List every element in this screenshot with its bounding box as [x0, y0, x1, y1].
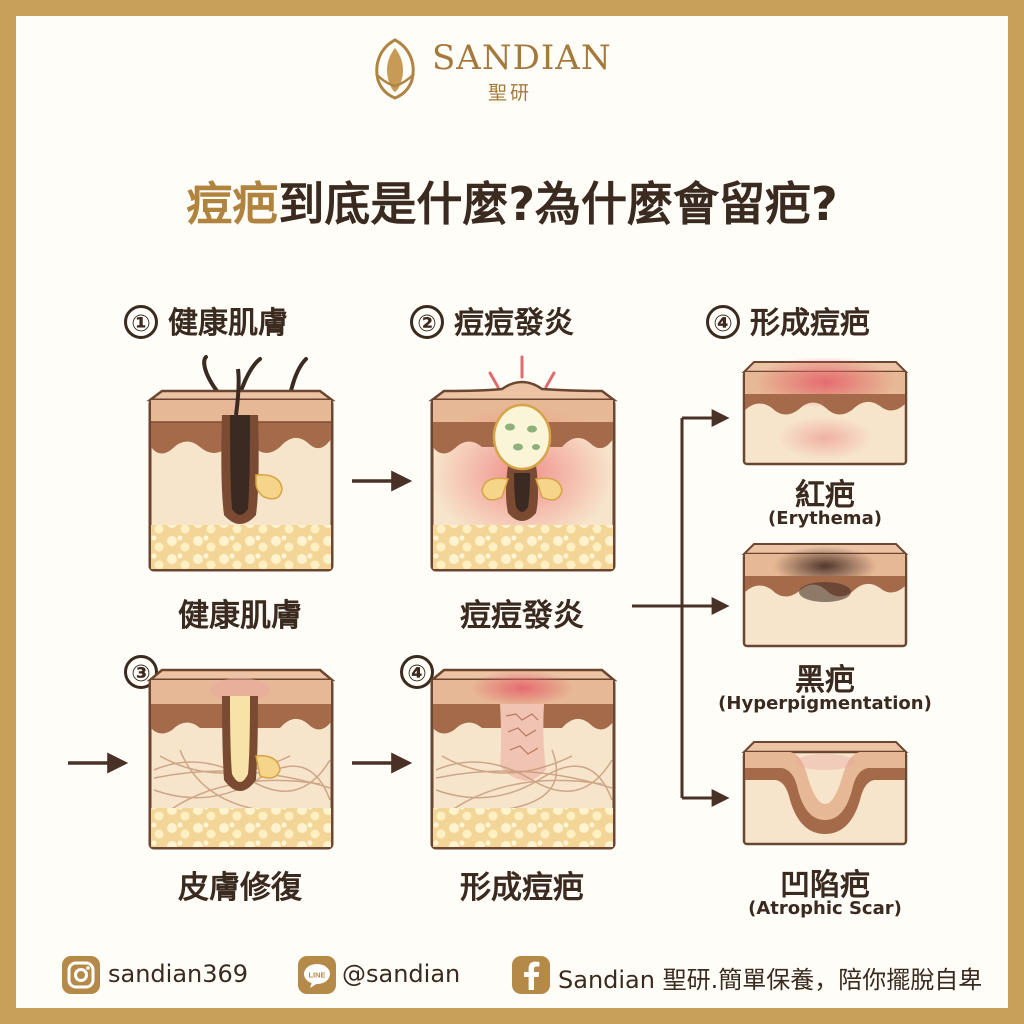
line-icon[interactable]: LINE: [298, 956, 336, 994]
step1-heading-text: 健康肌膚: [168, 306, 288, 341]
instagram-icon[interactable]: [62, 956, 100, 994]
line-handle[interactable]: @sandian: [342, 960, 461, 988]
outcomes-heading: ④ 形成痘疤: [706, 298, 870, 342]
dark-scar-diagram: [741, 543, 909, 648]
red-scar-diagram: [741, 358, 909, 466]
scar-formation-diagram: [428, 668, 618, 850]
step2-heading: ② 痘痘發炎: [410, 298, 574, 342]
step3-caption: 皮膚修復: [178, 870, 302, 906]
step2-heading-text: 痘痘發炎: [454, 306, 574, 341]
step1-caption: 健康肌膚: [178, 598, 302, 634]
step1-heading: ① 健康肌膚: [124, 298, 288, 342]
outcomes-heading-text: 形成痘疤: [750, 306, 870, 341]
arrow-into-step3: [68, 752, 129, 774]
dark-scar-english: (Hyperpigmentation): [718, 693, 932, 714]
outcome-branch-arrows: [632, 409, 730, 807]
instagram-handle[interactable]: sandian369: [108, 960, 249, 988]
step3-number: ③: [124, 654, 158, 689]
facebook-page-name[interactable]: Sandian 聖研.簡單保養，陪你擺脫自卑: [558, 966, 983, 994]
step4-number: ④: [400, 654, 434, 689]
step2-number: ②: [410, 304, 444, 339]
step4-caption: 形成痘疤: [460, 870, 584, 906]
page-title: 痘疤到底是什麼?為什麼會留疤?: [0, 168, 1024, 234]
step1-number: ①: [124, 304, 158, 339]
red-scar-english: (Erythema): [768, 508, 882, 529]
inflamed-acne-diagram: [428, 355, 618, 572]
skin-repair-diagram: [146, 668, 336, 850]
facebook-icon[interactable]: [512, 956, 550, 994]
outcomes-number: ④: [706, 304, 740, 339]
step4-heading: ④: [400, 654, 444, 692]
step3-heading: ③: [124, 654, 168, 692]
brand-subname: 聖研: [488, 82, 533, 104]
title-rest: 到底是什麼?為什麼會留疤?: [278, 177, 838, 231]
atrophic-scar-diagram: [741, 741, 909, 846]
arrow-step3-to-step4: [352, 752, 413, 774]
step2-caption: 痘痘發炎: [460, 598, 584, 634]
healthy-skin-diagram: [146, 355, 336, 572]
lotus-logo-icon: [375, 38, 415, 100]
arrow-step1-to-step2: [352, 470, 413, 492]
brand-name: SANDIAN: [432, 38, 612, 78]
atrophic-scar-name: 凹陷疤: [780, 868, 870, 903]
atrophic-scar-english: (Atrophic Scar): [748, 898, 902, 919]
line-icon-label: LINE: [308, 971, 325, 980]
red-scar-name: 紅疤: [795, 478, 855, 513]
dark-scar-name: 黑疤: [795, 663, 855, 698]
title-highlight: 痘疤: [186, 177, 279, 231]
